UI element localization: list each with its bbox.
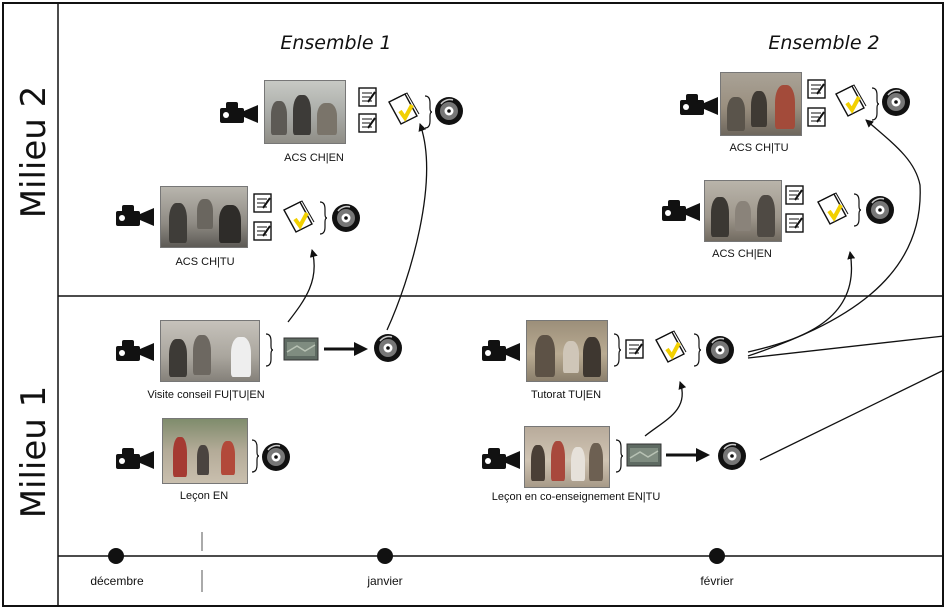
edited-film-icon xyxy=(832,82,868,120)
recording-caption: ACS CH|EN xyxy=(284,152,344,164)
dvd-disc-icon xyxy=(260,441,292,473)
transcript-document-icon xyxy=(806,78,828,100)
recording-caption: Leçon en co-enseignement EN|TU xyxy=(491,491,661,503)
brace-icon xyxy=(870,86,880,122)
line-lecon-co-out xyxy=(759,369,945,461)
arrow-visite-to-acs-chtu xyxy=(287,249,318,323)
session-photo xyxy=(160,320,260,382)
video-camera-icon xyxy=(660,198,702,224)
milieu-1-label: Milieu 1 xyxy=(14,385,54,519)
transcript-document-icon xyxy=(357,86,379,108)
month-decembre: décembre xyxy=(90,574,144,588)
brace-icon xyxy=(250,438,260,474)
dvd-disc-icon xyxy=(864,194,896,226)
edited-film-icon xyxy=(652,328,688,366)
transcript-document-icon xyxy=(357,112,379,134)
arrow-tutorat-to-acs-chtu-2 xyxy=(747,119,921,357)
arrow-visite-disc-to-acs-chen xyxy=(386,123,428,331)
brace-icon xyxy=(264,332,274,368)
video-camera-icon xyxy=(114,338,156,364)
timeline-dot-decembre xyxy=(108,548,124,564)
arrow-lecon-co-to-tutorat xyxy=(644,381,687,437)
recording-caption: Visite conseil FU|TU|EN xyxy=(147,389,265,401)
session-photo xyxy=(264,80,346,144)
video-camera-icon xyxy=(480,338,522,364)
video-camera-icon xyxy=(114,446,156,472)
video-clip-icon xyxy=(626,442,662,468)
line-tutorat-out xyxy=(747,335,945,359)
dvd-disc-icon xyxy=(372,332,404,364)
ensemble-2-title: Ensemble 2 xyxy=(768,32,880,54)
brace-icon xyxy=(852,192,862,228)
session-photo xyxy=(160,186,248,248)
video-camera-icon xyxy=(480,446,522,472)
transcript-document-icon xyxy=(252,220,274,242)
brace-icon xyxy=(423,94,433,130)
ensemble-1-title: Ensemble 1 xyxy=(280,32,392,54)
dvd-disc-icon xyxy=(704,334,736,366)
recording-caption: Leçon EN xyxy=(179,490,229,502)
transcript-document-icon xyxy=(784,184,806,206)
video-camera-icon xyxy=(678,92,720,118)
brace-icon xyxy=(614,438,624,474)
recording-caption: Tutorat TU|EN xyxy=(530,389,602,401)
session-photo xyxy=(524,426,610,488)
video-clip-icon xyxy=(283,336,319,362)
conversion-arrow-icon xyxy=(666,447,710,463)
recording-caption: ACS CH|TU xyxy=(729,142,789,154)
timeline-dot-janvier xyxy=(377,548,393,564)
dvd-disc-icon xyxy=(716,440,748,472)
session-photo xyxy=(720,72,802,136)
video-camera-icon xyxy=(218,100,260,126)
transcript-document-icon xyxy=(806,106,828,128)
transcript-document-icon xyxy=(624,338,646,360)
recording-caption: ACS CH|EN xyxy=(712,248,772,260)
video-camera-icon xyxy=(114,203,156,229)
month-janvier: janvier xyxy=(367,574,403,588)
conversion-arrow-icon xyxy=(324,341,368,357)
dvd-disc-icon xyxy=(330,202,362,234)
brace-icon xyxy=(692,332,702,368)
dvd-disc-icon xyxy=(880,86,912,118)
dvd-disc-icon xyxy=(433,95,465,127)
edited-film-icon xyxy=(385,90,421,128)
timeline-dot-fevrier xyxy=(709,548,725,564)
month-fevrier: février xyxy=(700,574,734,588)
transcript-document-icon xyxy=(784,212,806,234)
milieu-2-label: Milieu 2 xyxy=(14,85,54,219)
brace-icon xyxy=(318,200,328,236)
arrow-tutorat-to-acs-chen-2 xyxy=(747,251,856,353)
edited-film-icon xyxy=(814,190,850,228)
edited-film-icon xyxy=(280,198,316,236)
session-photo xyxy=(704,180,782,242)
session-photo xyxy=(162,418,248,484)
brace-icon xyxy=(612,332,622,368)
session-photo xyxy=(526,320,608,382)
transcript-document-icon xyxy=(252,192,274,214)
recording-caption: ACS CH|TU xyxy=(175,256,235,268)
